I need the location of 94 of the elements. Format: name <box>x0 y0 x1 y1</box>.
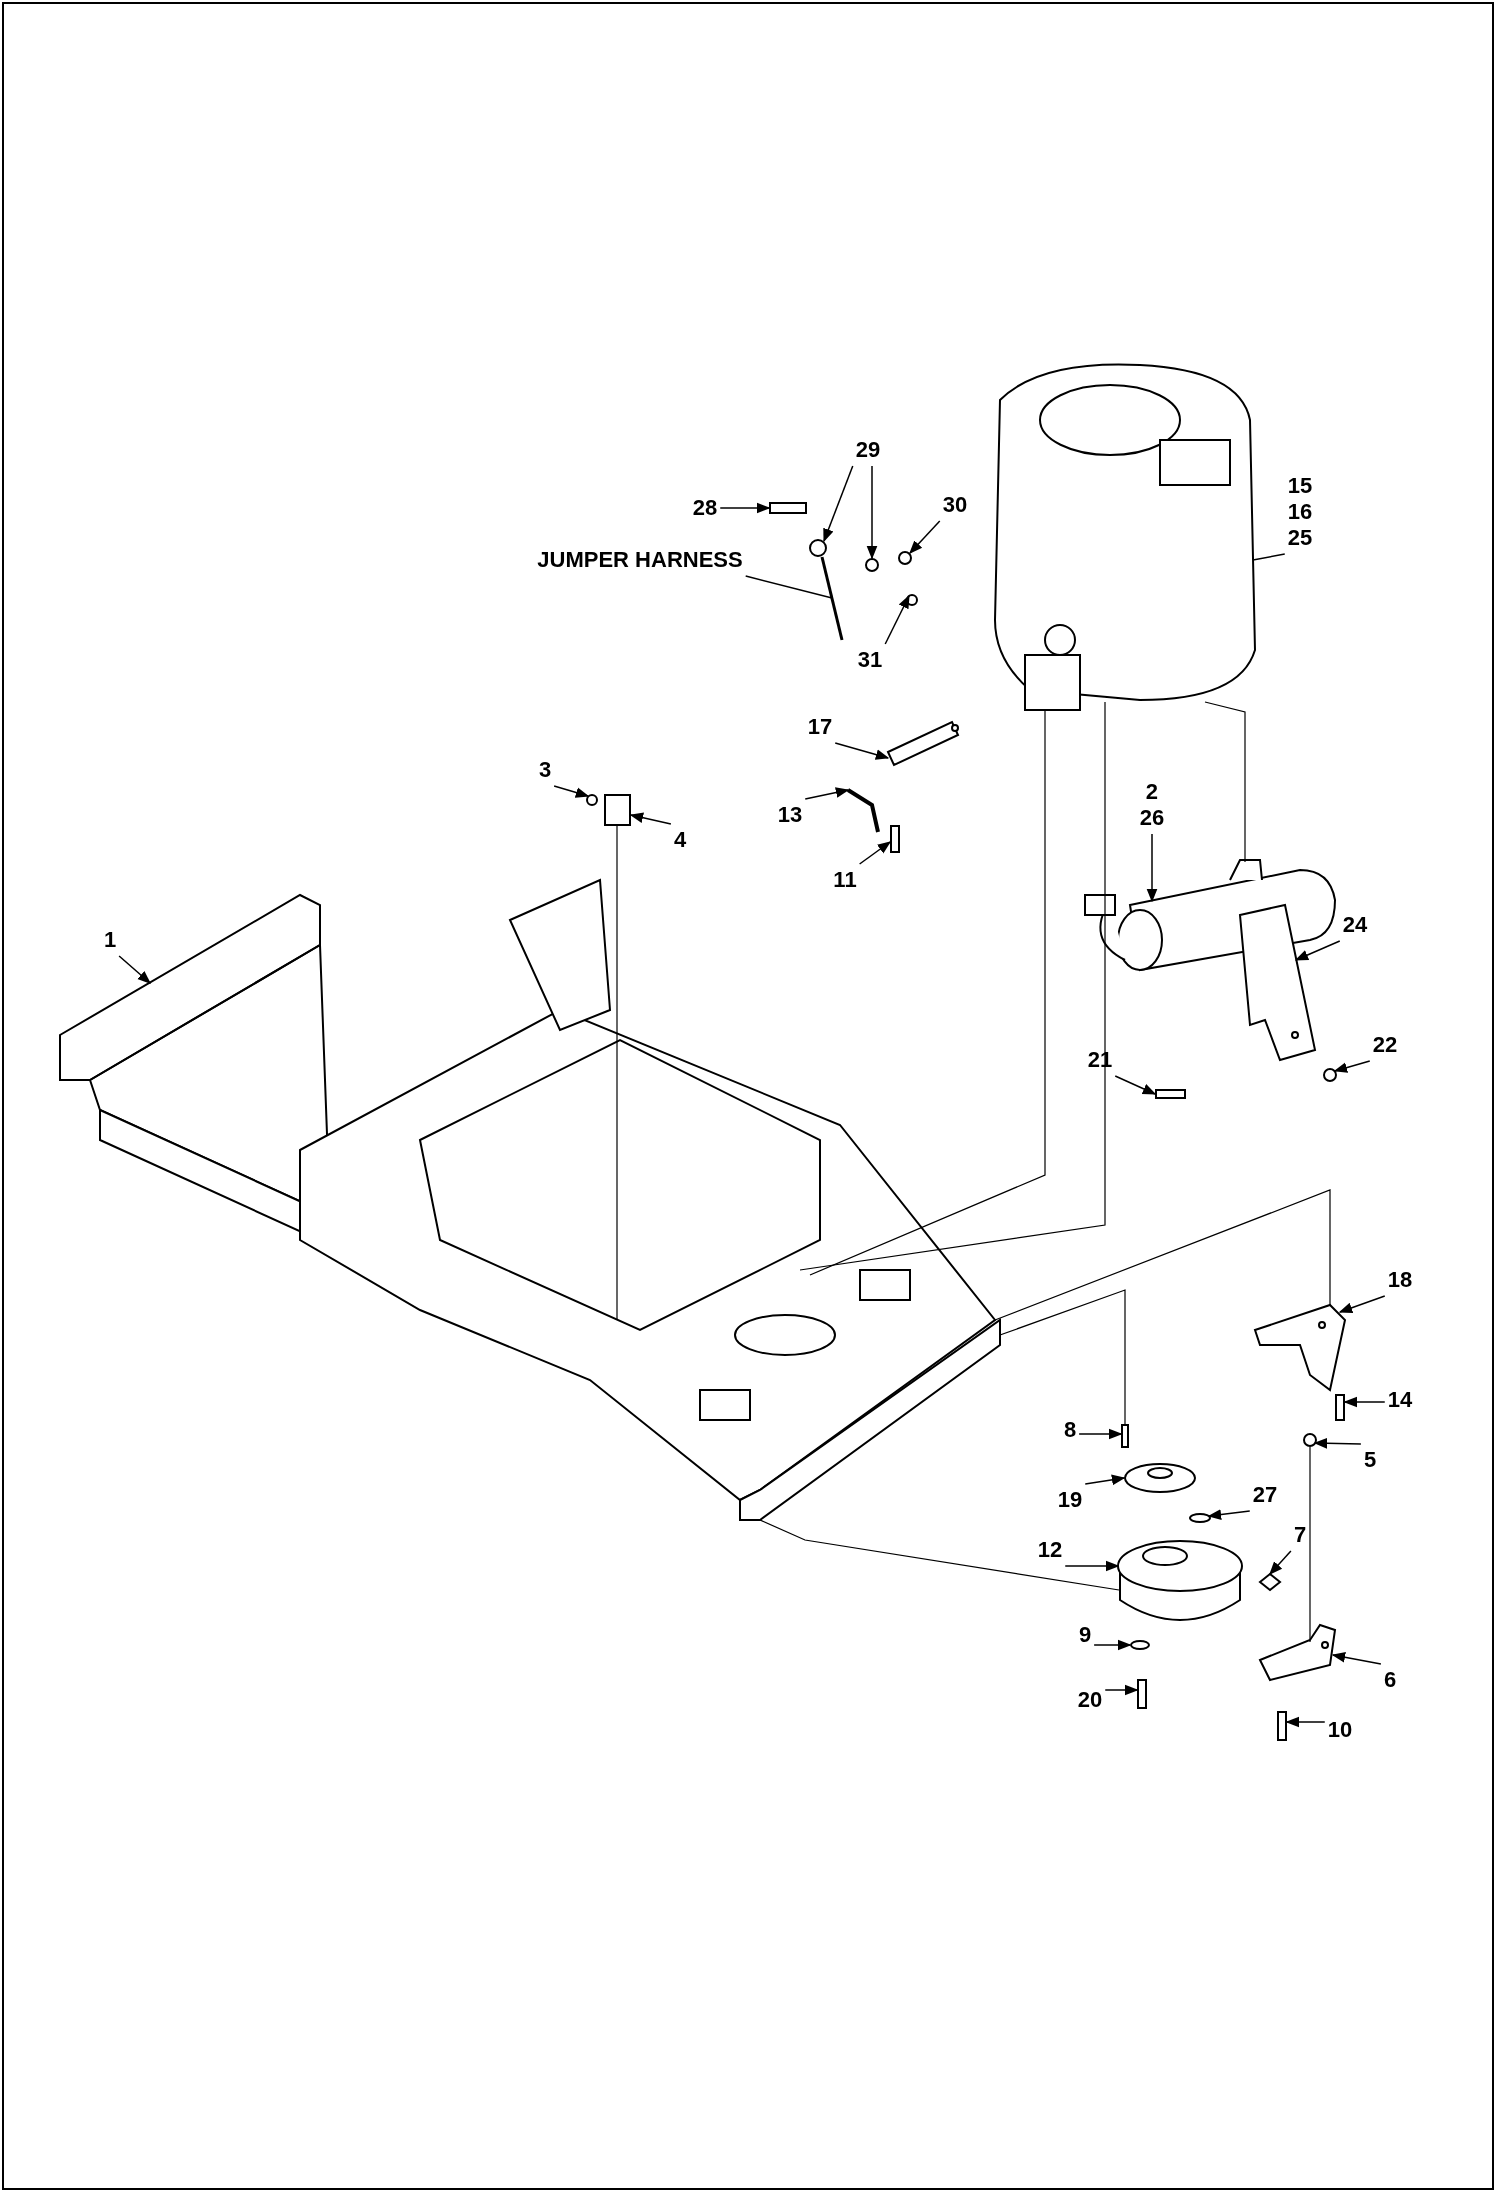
leader-line <box>553 785 590 798</box>
leader-line <box>804 787 850 800</box>
callout-number: 18 <box>1387 1267 1413 1293</box>
callout-number: 13 <box>777 802 803 828</box>
washer-icon <box>898 551 912 565</box>
clutch-drawing <box>1117 1540 1243 1621</box>
callout-number: 12 <box>1037 1537 1063 1563</box>
bolt-icon <box>1335 1394 1345 1421</box>
leader-line <box>1269 1550 1292 1575</box>
leader-line <box>858 841 892 865</box>
callout-number: 22 <box>1372 1032 1398 1058</box>
key-icon <box>1121 1424 1129 1448</box>
leader-line <box>1285 1716 1326 1728</box>
leader-line <box>1078 1428 1123 1440</box>
assembly-line <box>809 710 1046 1276</box>
assembly-line <box>994 1189 1331 1321</box>
bracket-drawing <box>1258 1623 1337 1682</box>
leader-line <box>118 955 151 984</box>
washer-icon <box>865 558 879 572</box>
callout-number: 10 <box>1327 1717 1353 1743</box>
assembly-line <box>1309 1446 1311 1643</box>
leader-line <box>744 575 833 599</box>
washer-icon <box>1130 1640 1150 1650</box>
ring-terminal-icon <box>809 539 827 557</box>
bolt-icon <box>890 825 900 853</box>
callout-number: 1 <box>103 927 117 953</box>
leader-line <box>629 812 672 825</box>
callout-number: 19 <box>1057 1487 1083 1513</box>
callout-number: 14 <box>1387 1387 1413 1413</box>
leader-line <box>834 742 890 760</box>
nut-icon <box>1303 1433 1317 1447</box>
nut-icon <box>1258 1572 1282 1592</box>
callout-number: 17 <box>807 714 833 740</box>
leader-line <box>1343 1396 1386 1408</box>
leader-line <box>1104 1684 1139 1696</box>
callout-number: 27 <box>1252 1482 1278 1508</box>
bolt-icon <box>1155 1089 1186 1099</box>
leader-line <box>1338 1295 1386 1313</box>
assembly-line <box>799 701 1106 1271</box>
leader-line <box>909 520 941 554</box>
part-label: JUMPER HARNESS <box>537 547 743 573</box>
callout-number: 20 <box>1077 1687 1103 1713</box>
assembly-line <box>1204 701 1246 863</box>
leader-line <box>884 594 910 645</box>
callout-number: 28 <box>692 495 718 521</box>
callout-number: 24 <box>1342 912 1368 938</box>
rod-icon <box>886 720 960 767</box>
assembly-line <box>759 1519 1120 1591</box>
washer-icon <box>906 594 918 606</box>
assembly-line <box>999 1289 1126 1425</box>
engine-drawing <box>994 363 1256 711</box>
callout-number: 15 <box>1287 473 1313 499</box>
callout-number: 16 <box>1287 499 1313 525</box>
callout-number: 5 <box>1363 1447 1377 1473</box>
callout-number: 2 <box>1144 779 1160 805</box>
switch-icon <box>604 794 631 826</box>
callout-number: 31 <box>857 647 883 673</box>
link-icon <box>846 788 880 833</box>
callout-number: 6 <box>1383 1667 1397 1693</box>
leader-line <box>1252 553 1286 561</box>
bolt-icon <box>769 502 807 514</box>
washer-icon <box>1189 1513 1211 1523</box>
callout-number: 7 <box>1293 1522 1307 1548</box>
leader-line <box>1093 1639 1132 1651</box>
pulley-drawing <box>1124 1463 1196 1493</box>
leader-line <box>719 502 771 514</box>
wire-harness-drawing <box>820 556 844 641</box>
callout-number: 9 <box>1078 1622 1092 1648</box>
leader-line <box>823 465 854 543</box>
callout-number: 4 <box>673 827 687 853</box>
heat-shield-drawing <box>1238 903 1317 1062</box>
screw-icon <box>586 794 598 806</box>
leader-line <box>1064 1560 1120 1572</box>
callout-number: 26 <box>1139 805 1165 831</box>
leader-line <box>1333 1060 1371 1073</box>
leader-line <box>1313 1437 1362 1449</box>
callout-number: 29 <box>855 437 881 463</box>
leader-line <box>1331 1651 1382 1665</box>
bolt-icon <box>1277 1711 1287 1741</box>
leader-line <box>1114 1075 1157 1095</box>
leader-line <box>1207 1509 1251 1520</box>
leader-line <box>1294 940 1341 961</box>
bracket-drawing <box>1253 1303 1347 1392</box>
callout-number: 30 <box>942 492 968 518</box>
callout-number: 25 <box>1287 525 1313 551</box>
leader-line <box>866 465 878 560</box>
leader-line <box>1146 833 1158 903</box>
assembly-line <box>616 825 618 1321</box>
nut-icon <box>1323 1068 1337 1082</box>
leader-line <box>1084 1474 1126 1486</box>
bolt-icon <box>1137 1679 1147 1709</box>
callout-number: 11 <box>833 867 857 893</box>
callout-number: 3 <box>538 757 552 783</box>
callout-number: 8 <box>1063 1417 1077 1443</box>
